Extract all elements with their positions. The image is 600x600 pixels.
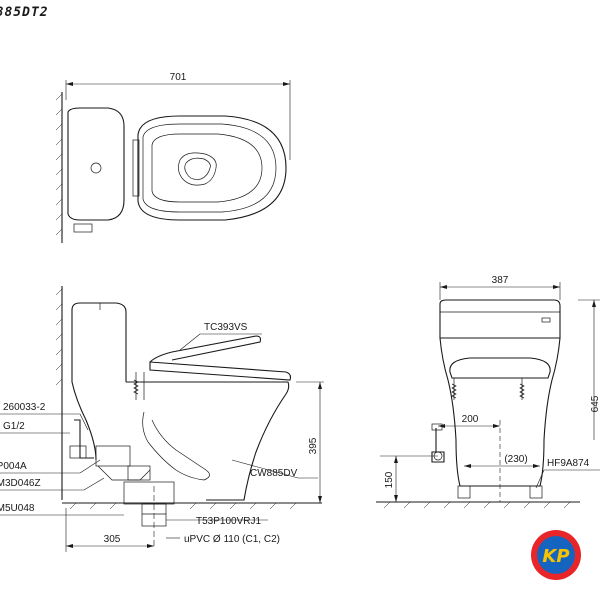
top-bowl-rim: [151, 133, 263, 203]
dim-150-label: 150: [384, 471, 395, 488]
label-ap004a: AP004A: [0, 461, 27, 472]
logo-inner: [537, 536, 575, 574]
top-bowl-well: [178, 152, 217, 186]
label-upvc: uPVC Ø 110 (C1, C2): [184, 534, 280, 545]
side-flange: [95, 445, 131, 467]
label-vm5u048: VM5U048: [0, 503, 35, 514]
dim-395-label: 395: [308, 437, 319, 454]
front-supply-valve: [431, 428, 445, 463]
side-body-back: [71, 310, 97, 461]
flush-button-icon: [90, 162, 102, 174]
side-bowl: [126, 381, 290, 501]
model-title: CW885DT2: [0, 5, 49, 20]
side-lid: [149, 335, 262, 363]
front-view: 387: [376, 275, 600, 509]
side-supply-pipe: [74, 419, 94, 459]
side-view: 260033-2 G1/2 AP004A VM3D046Z VM5U048 TC…: [0, 286, 324, 552]
front-tank: [439, 299, 561, 339]
top-view: 701: [55, 72, 291, 243]
label-hf9a874: HF9A874: [547, 458, 590, 469]
side-trapway: [142, 411, 210, 481]
side-seat: [149, 361, 292, 381]
top-seat-outer: [137, 115, 287, 221]
top-supply: [73, 223, 93, 233]
label-260033: 260033-2: [3, 402, 46, 413]
top-wall-hatch: [55, 93, 63, 236]
top-seat-inner: [142, 123, 277, 213]
dim-645-label: 645: [590, 395, 600, 412]
side-stop-valve: [69, 445, 87, 459]
label-g12: G1/2: [3, 421, 25, 432]
dim-305-label: 305: [104, 534, 121, 545]
top-hinge: [132, 139, 140, 197]
label-t53p100vrj1: T53P100VRJ1: [196, 516, 261, 527]
side-wall-hatch: [55, 288, 63, 386]
front-bolts: [453, 378, 523, 400]
dim-387-label: 387: [492, 275, 509, 286]
kp-logo: KP: [531, 530, 581, 580]
side-drain-body: [123, 481, 175, 505]
front-floor-hatch: [383, 501, 571, 509]
top-tank: [67, 107, 125, 221]
side-hinge-bolts: [135, 372, 145, 400]
dim-230-label: (230): [504, 454, 527, 465]
logo-text: KP: [542, 546, 569, 567]
label-tc393vs: TC393VS: [204, 322, 248, 333]
front-seat: [449, 357, 551, 379]
dim-200-label: 200: [462, 414, 479, 425]
label-cw885dv: CW885DV: [250, 468, 298, 479]
side-tank: [71, 302, 127, 382]
side-floor-hatch: [69, 502, 297, 510]
label-vm3d046z: VM3D046Z: [0, 478, 41, 489]
dim-701-label: 701: [170, 72, 187, 83]
front-foot-left: [457, 485, 471, 499]
front-foot-right: [529, 485, 543, 499]
